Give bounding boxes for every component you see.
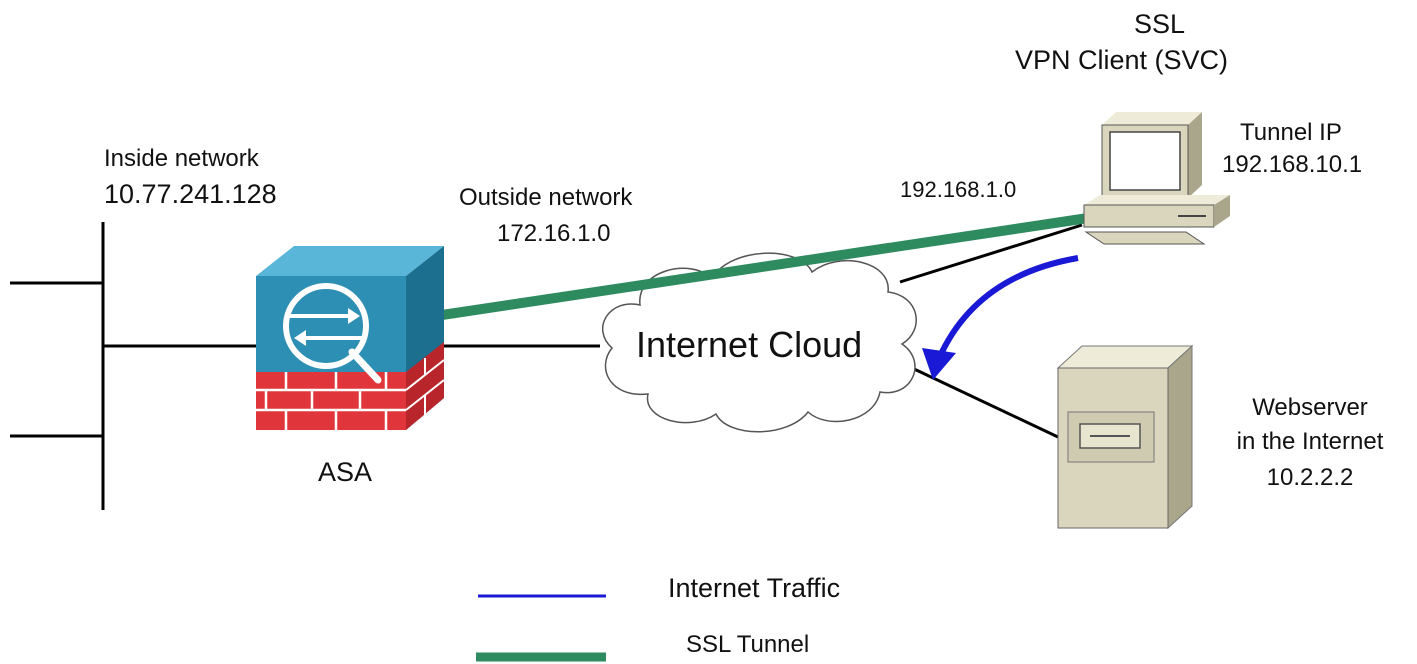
tunnel-ip-label: Tunnel IP (1240, 119, 1342, 146)
outside-network-label: Outside network (459, 184, 633, 211)
cloud-icon (601, 252, 917, 433)
legend-ssl-tunnel-label: SSL Tunnel (686, 631, 810, 658)
arrowhead-icon (922, 348, 956, 380)
client-title-line1: SSL (1134, 9, 1186, 39)
cloud-client-link (899, 223, 1083, 284)
inside-network-subnet: 10.77.241.128 (104, 179, 277, 209)
inside-network-bus (10, 222, 262, 510)
inside-network-label: Inside network (104, 145, 259, 172)
webserver-label-line2: in the Internet (1236, 428, 1384, 455)
webserver-label-line1: Webserver (1252, 394, 1368, 421)
tunnel-ip-value: 192.168.10.1 (1222, 151, 1363, 178)
pc-icon (1083, 112, 1230, 245)
internet-traffic-arrow (939, 255, 1079, 354)
legend-internet-traffic-label: Internet Traffic (668, 573, 841, 603)
client-local-ip: 192.168.1.0 (900, 177, 1017, 202)
server-icon (1056, 344, 1194, 530)
webserver-ip: 10.2.2.2 (1266, 464, 1354, 491)
ssl-tunnel-line (441, 213, 1089, 320)
outside-network-subnet: 172.16.1.0 (497, 220, 611, 247)
cloud-label: Internet Cloud (636, 324, 863, 365)
asa-firewall-icon (256, 246, 445, 430)
cloud-server-link (911, 366, 1059, 439)
client-title-line2: VPN Client (SVC) (1015, 45, 1229, 75)
asa-label: ASA (318, 457, 373, 487)
